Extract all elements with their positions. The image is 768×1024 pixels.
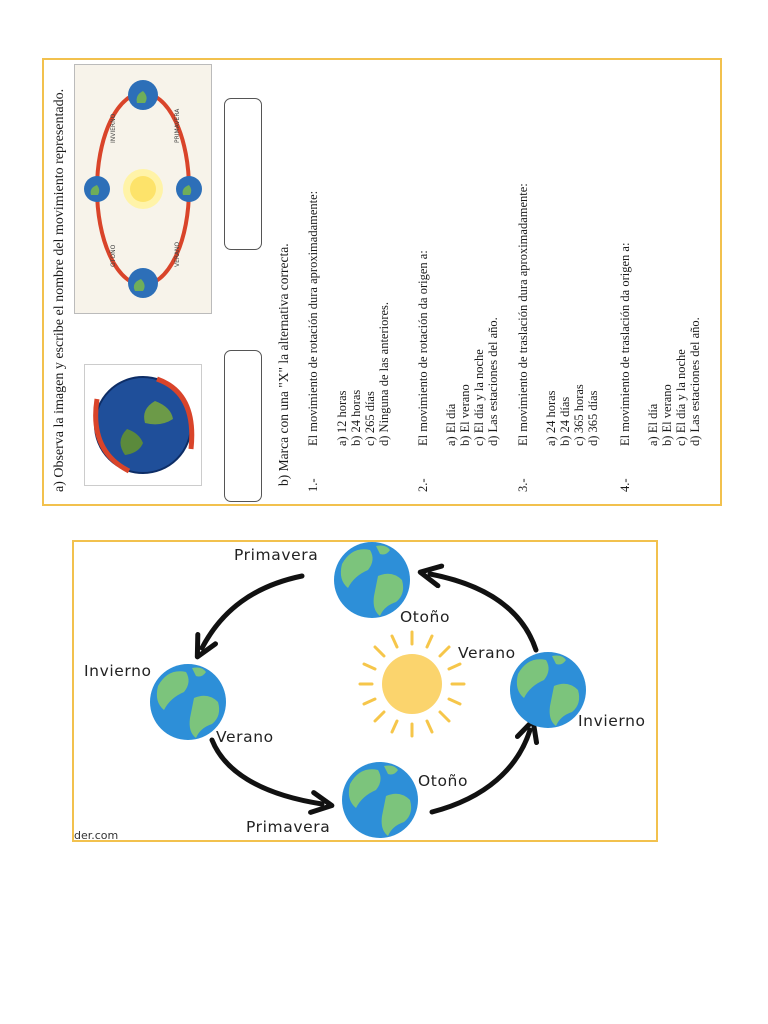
label-otono-top: Otoño: [400, 608, 451, 626]
q3-option-a[interactable]: a) 24 horas: [544, 390, 558, 446]
instruction-a: a) Observa la imagen y escribe el nombre…: [52, 88, 67, 492]
svg-text:INVIERNO: INVIERNO: [110, 113, 117, 143]
earth-top-icon: [334, 542, 410, 618]
earth-rotation-photo: [84, 364, 202, 486]
q4-option-c[interactable]: c) El día y la noche: [674, 349, 688, 446]
earth-bottom-icon: [342, 762, 418, 838]
q1-option-b[interactable]: b) 24 horas: [349, 389, 363, 446]
worksheet-frame: a) Observa la imagen y escribe el nombre…: [42, 58, 722, 506]
q4-number: 4.-: [618, 478, 632, 492]
svg-text:VERANO: VERANO: [174, 242, 181, 267]
q4-option-a[interactable]: a) El día: [646, 403, 660, 446]
answer-box-rotation[interactable]: [224, 350, 262, 502]
q3-number: 3.-: [516, 478, 530, 492]
q1-number: 1.-: [306, 478, 320, 492]
q4-text: El movimiento de traslación da origen a:: [618, 242, 632, 446]
label-invierno-left: Invierno: [84, 662, 152, 680]
label-invierno-right: Invierno: [578, 712, 646, 730]
earth-left-icon: [150, 664, 226, 740]
sun-icon: [358, 630, 466, 738]
seasons-diagram: Primavera Otoño Invierno Verano Verano I…: [72, 540, 658, 842]
label-primavera-top: Primavera: [234, 546, 319, 564]
q3-option-c[interactable]: c) 365 horas: [572, 384, 586, 446]
label-verano-left: Verano: [216, 728, 274, 746]
q4-option-d[interactable]: d) Las estaciones del año.: [688, 317, 702, 446]
q2-text: El movimiento de rotación da origen a:: [416, 250, 430, 446]
answer-box-translation[interactable]: [224, 98, 262, 250]
label-otono-bottom: Otoño: [418, 772, 469, 790]
worksheet-page: a) Observa la imagen y escribe el nombre…: [46, 62, 720, 504]
q1-option-d[interactable]: d) Ninguna de las anteriores.: [377, 301, 391, 446]
q2-option-a[interactable]: a) El día: [444, 403, 458, 446]
seasons-diagram-graphic: [150, 542, 586, 838]
q4-option-b[interactable]: b) El verano: [660, 384, 674, 446]
q3-option-d[interactable]: d) 365 días: [586, 390, 600, 446]
q3-option-b[interactable]: b) 24 días: [558, 396, 572, 446]
q2-option-c[interactable]: c) El día y la noche: [472, 349, 486, 446]
source-credit: der.com: [74, 829, 119, 842]
q2-number: 2.-: [416, 478, 430, 492]
q2-option-b[interactable]: b) El verano: [458, 384, 472, 446]
q1-option-c[interactable]: c) 265 días: [363, 391, 377, 446]
instruction-b: b) Marca con una "X" la alternativa corr…: [276, 243, 291, 486]
q1-text: El movimiento de rotación dura aproximad…: [306, 190, 320, 446]
label-primavera-bottom: Primavera: [246, 818, 331, 836]
label-verano-right: Verano: [458, 644, 516, 662]
q3-text: El movimiento de traslación dura aproxim…: [516, 183, 530, 446]
orbit-illustration: OTOÑO INVIERNO VERANO PRIMAVERA: [74, 64, 212, 314]
svg-text:PRIMAVERA: PRIMAVERA: [174, 108, 181, 143]
svg-text:OTOÑO: OTOÑO: [110, 244, 117, 267]
earth-right-icon: [510, 652, 586, 728]
q1-option-a[interactable]: a) 12 horas: [335, 390, 349, 446]
q2-option-d[interactable]: d) Las estaciones del año.: [486, 317, 500, 446]
